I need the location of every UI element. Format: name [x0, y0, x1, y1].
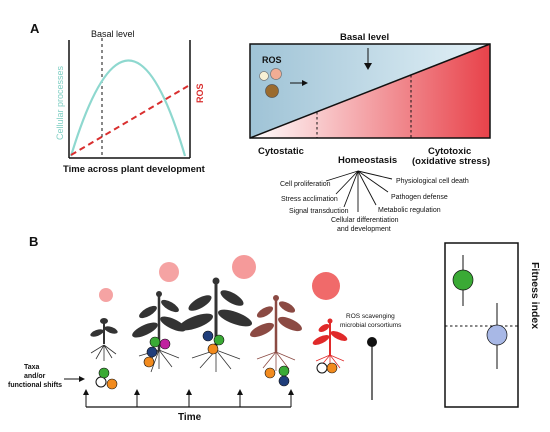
scavenging-dot — [367, 337, 377, 347]
scavenging-label-2: microbial corsortiums — [340, 322, 402, 329]
shift-label-taxa: Taxa — [24, 364, 40, 371]
plant-1 — [90, 318, 118, 361]
panel-a-letter: A — [30, 21, 40, 36]
arrow-metabolic — [357, 170, 377, 206]
microbe-white-5 — [316, 362, 328, 374]
right-plot-frame — [249, 43, 491, 139]
diagonal-line — [249, 43, 491, 139]
zone-cytotoxic: Cytotoxic — [428, 146, 471, 157]
microbe-green-2 — [149, 336, 161, 348]
process-pathogen-defense: Pathogen defense — [391, 194, 448, 201]
zone-homeostasis: Homeostasis — [338, 155, 397, 166]
right-plot: Basal level ROS Cytostatic Homeostasis C… — [249, 32, 491, 167]
shift-arrow-head — [79, 376, 85, 382]
ros-molecule-small — [259, 71, 269, 81]
process-and-development: and development — [337, 226, 391, 233]
ros-circle-4 — [312, 272, 340, 300]
fitness-frame — [444, 242, 519, 408]
arrow-pathogen — [357, 170, 389, 193]
microbe-orange-4 — [264, 367, 276, 379]
time-axis-label: Time across plant development — [63, 164, 206, 175]
microbe-navy-2 — [146, 346, 158, 358]
microbe-orange-3 — [207, 343, 219, 355]
ros-line — [70, 85, 189, 156]
fitness-green-point — [452, 269, 474, 291]
scavenging-label-1: ROS scavenging — [346, 313, 395, 320]
left-plot: Basal level Cellular processes ROS Time … — [55, 29, 206, 175]
cellular-processes-curve — [69, 59, 187, 157]
arrow-cell-death — [357, 170, 393, 180]
microbe-white-1 — [95, 376, 107, 388]
ros-circle-3 — [232, 255, 256, 279]
process-metabolic-regulation: Metabolic regulation — [378, 207, 441, 214]
ros-circle-2 — [159, 262, 179, 282]
plant-2 — [132, 291, 186, 373]
fitness-blue-point — [486, 324, 508, 346]
microbe-navy-3 — [202, 330, 214, 342]
process-stress-acclimation: Stress acclimation — [281, 196, 338, 203]
process-cell-proliferation: Cell proliferation — [280, 181, 331, 188]
ros-molecule-medium — [270, 68, 282, 80]
fitness-index-label: Fitness index — [529, 262, 541, 329]
microbe-magenta-2 — [159, 338, 171, 350]
zone-cytostatic: Cytostatic — [258, 146, 304, 157]
shift-label-andor: and/or — [24, 373, 46, 380]
arrow-cell-proliferation — [325, 170, 359, 182]
ros-circle-1 — [99, 288, 113, 302]
microbe-green-3 — [213, 334, 225, 346]
basal-arrow-head — [364, 63, 372, 70]
cellular-processes-label: Cellular processes — [55, 65, 65, 140]
microbe-orange-5 — [326, 362, 338, 374]
microbe-navy-4 — [278, 375, 290, 387]
zone-oxidative-stress: (oxidative stress) — [412, 156, 490, 167]
microbe-green-1 — [98, 367, 110, 379]
process-arrows — [325, 170, 393, 212]
panel-b-letter: B — [29, 234, 38, 249]
time-label: Time — [178, 412, 202, 423]
shift-label-functional: functional shifts — [8, 382, 62, 389]
process-signal-transduction: Signal transduction — [289, 208, 349, 215]
fitness-panel — [444, 242, 519, 408]
plant-3 — [178, 277, 253, 372]
plant-4 — [250, 295, 302, 371]
microbe-green-4 — [278, 365, 290, 377]
ros-legend-label: ROS — [262, 55, 282, 65]
process-physiological-cell-death: Physiological cell death — [396, 178, 469, 185]
microbe-orange-2 — [143, 356, 155, 368]
arrow-stress-acclimation — [335, 170, 359, 195]
time-axis — [83, 389, 294, 408]
basal-level-label: Basal level — [91, 29, 135, 39]
microbe-orange-1 — [106, 378, 118, 390]
arrow-signal-transduction — [343, 170, 359, 208]
plant-5 — [312, 318, 348, 370]
ros-axis-label: ROS — [195, 83, 205, 103]
basal-level-label-right: Basal level — [340, 32, 389, 43]
ros-molecule-large — [265, 84, 279, 98]
ros-arrow-head — [302, 80, 308, 86]
process-cellular-differentiation: Cellular differentiation — [331, 217, 399, 224]
